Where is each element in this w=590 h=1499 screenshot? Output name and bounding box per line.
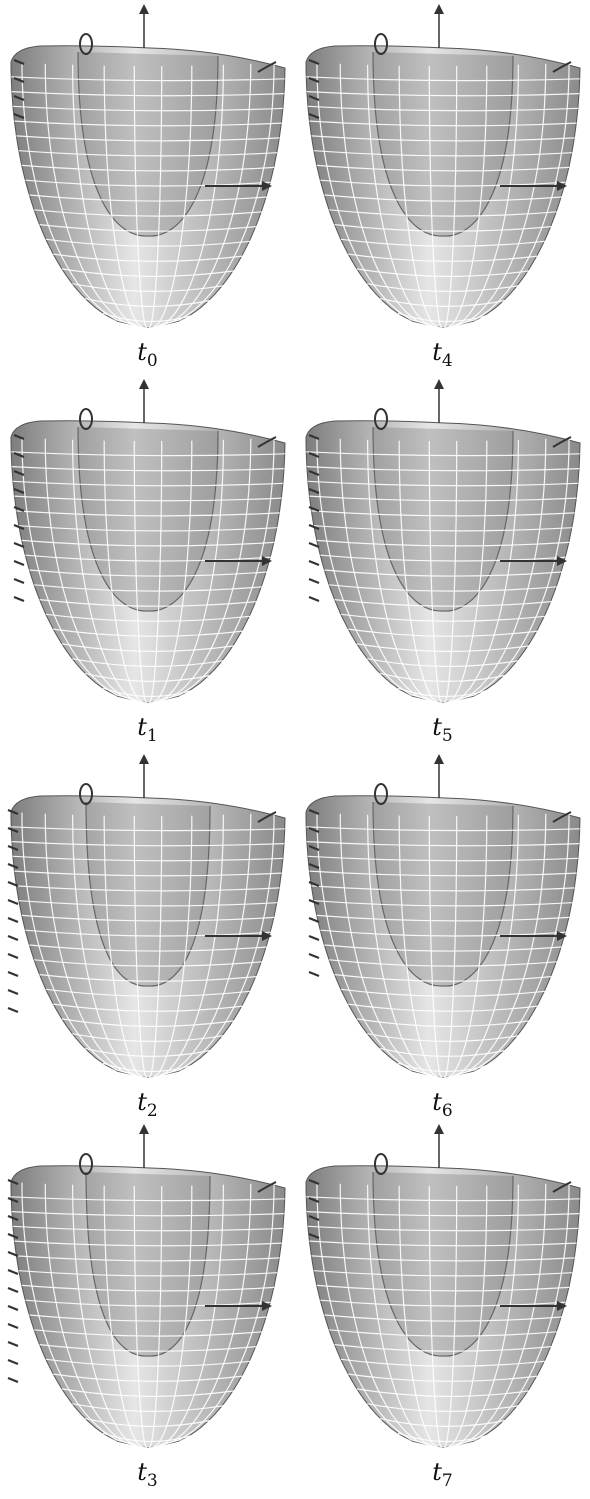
- panel-label: t6: [295, 1088, 590, 1116]
- ventricle-mesh-icon: [0, 0, 295, 340]
- ventricle-mesh-icon: [0, 375, 295, 715]
- panel-t7: t7: [295, 1120, 590, 1495]
- panel-t4: t4: [295, 0, 590, 375]
- panel-label: t2: [0, 1088, 295, 1116]
- panel-t0: t0: [0, 0, 295, 375]
- panel-label: t1: [0, 713, 295, 741]
- panel-label: t4: [295, 338, 590, 366]
- ventricle-mesh-icon: [0, 750, 295, 1090]
- panel-t6: t6: [295, 750, 590, 1125]
- ventricle-mesh-icon: [295, 1120, 590, 1460]
- panel-t5: t5: [295, 375, 590, 750]
- panel-t3: t3: [0, 1120, 295, 1495]
- panel-t2: t2: [0, 750, 295, 1125]
- ventricle-mesh-icon: [295, 0, 590, 340]
- panel-label: t0: [0, 338, 295, 366]
- ventricle-mesh-icon: [0, 1120, 295, 1460]
- panel-label: t5: [295, 713, 590, 741]
- panel-label: t7: [295, 1458, 590, 1486]
- panel-label: t3: [0, 1458, 295, 1486]
- ventricle-mesh-icon: [295, 375, 590, 715]
- panel-t1: t1: [0, 375, 295, 750]
- ventricle-mesh-icon: [295, 750, 590, 1090]
